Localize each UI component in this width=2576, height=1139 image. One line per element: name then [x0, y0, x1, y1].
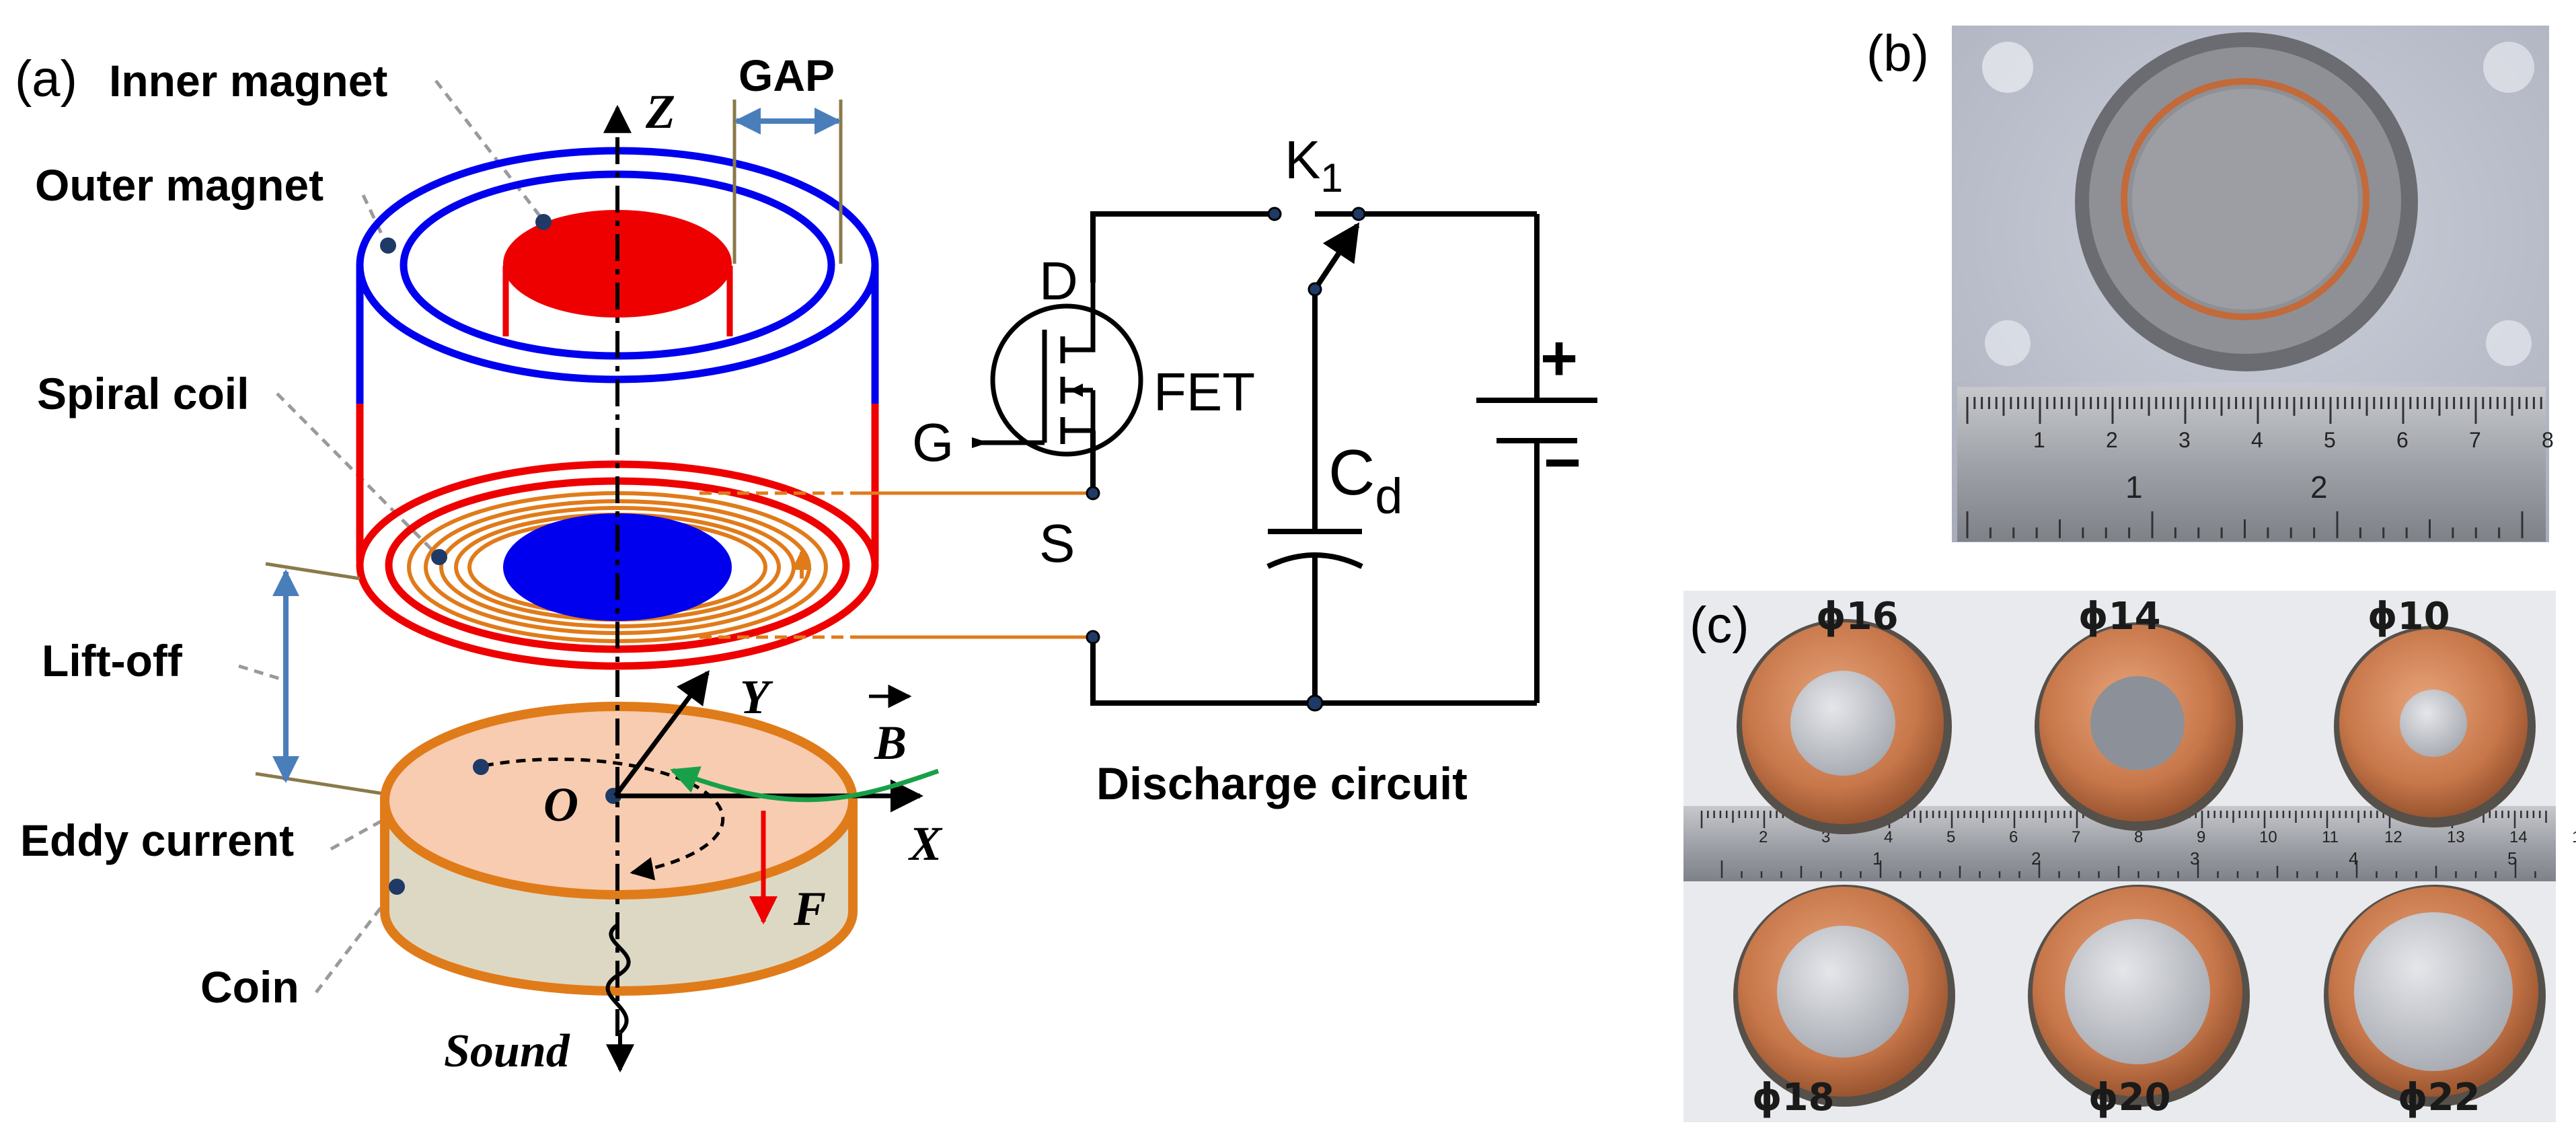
ruler-c-inch-label: 2: [2031, 848, 2041, 869]
ruler-c-cm-label: 15: [2572, 828, 2576, 846]
sound-wave: [605, 923, 631, 1035]
diameter-label-20: ϕ20: [2088, 1076, 2171, 1119]
ruler-b-cm-label: 6: [2396, 428, 2409, 452]
ruler-c-cm-label: 7: [2072, 828, 2080, 846]
ruler-b-cm-label: 4: [2251, 428, 2263, 452]
origin-label: O: [543, 778, 578, 832]
gate-label: G: [912, 412, 954, 472]
ruler-b-cm-label: 7: [2469, 428, 2481, 452]
ruler-b-inch-label: 2: [2310, 470, 2328, 505]
ruler-c-inch-label: 1: [1872, 848, 1882, 869]
inner-magnet-label: Inner magnet: [109, 56, 387, 106]
panel-a-tag: (a): [15, 50, 77, 108]
ruler-c-inch-label: 5: [2507, 848, 2517, 869]
lift-off-dimension: [255, 562, 385, 796]
coin-label: Coin: [200, 962, 299, 1012]
coil-leads: [699, 491, 1093, 639]
ruler-c-cm-label: 10: [2259, 828, 2277, 846]
fet-symbol: [982, 283, 1143, 457]
eddy-current-label: Eddy current: [20, 815, 294, 865]
coil-ring-photo: [2121, 78, 2370, 320]
source-label: S: [1039, 513, 1075, 573]
diameter-label-16: ϕ16: [1816, 595, 1899, 638]
ruler-c-cm-label: 11: [2322, 828, 2339, 846]
y-axis-label: Y: [740, 670, 773, 724]
diameter-label-18: ϕ18: [1752, 1076, 1835, 1119]
coil-sample-16: [1737, 619, 1952, 834]
circuit-terminals: [1086, 207, 1366, 712]
ruler-c-inch-label: 4: [2349, 848, 2358, 869]
drain-label: D: [1039, 251, 1078, 311]
ruler-b: [1957, 387, 2546, 542]
capacitor-label: Cd: [1328, 437, 1402, 524]
battery-plus-label: +: [1540, 322, 1578, 394]
ruler-b-ticks: [1966, 397, 2542, 538]
inner-magnet: [502, 210, 733, 336]
ruler-c-cm-label: 9: [2197, 828, 2205, 846]
ruler-b-cm-label: 2: [2106, 428, 2118, 452]
ruler-c-labels: 23456789101112131415123456: [1759, 828, 2576, 869]
ruler-c-cm-label: 8: [2134, 828, 2143, 846]
battery-minus-label: −: [1544, 427, 1581, 499]
spiral-coil-label: Spiral coil: [37, 369, 249, 418]
coil-core-disc: [503, 513, 732, 621]
coil-sample-14: [2035, 622, 2243, 831]
fet-label: FET: [1153, 362, 1255, 422]
coil-sample-18: [1733, 885, 1955, 1107]
gap-label: GAP: [738, 50, 835, 100]
ruler-c-cm-label: 6: [2009, 828, 2018, 846]
ruler-c-cm-label: 5: [1946, 828, 1955, 846]
panel-a: (a) Inner magnet Outer magnet Spiral coi…: [15, 50, 1093, 1077]
diameter-label-22: ϕ22: [2398, 1076, 2480, 1119]
ruler-c-cm-label: 4: [1884, 828, 1893, 846]
outer-magnet-label: Outer magnet: [35, 160, 324, 210]
field-label: B: [874, 716, 907, 770]
ruler-b-cm-label: 1: [2033, 428, 2045, 452]
gap-dimension: [732, 100, 843, 264]
diameter-label-10: ϕ10: [2367, 595, 2450, 638]
circuit-title: Discharge circuit: [1096, 758, 1468, 809]
lift-off-label: Lift-off: [42, 636, 183, 686]
coil-sample-22: [2324, 885, 2546, 1107]
switch-label: K1: [1285, 130, 1343, 200]
ruler-c-inch-label: 3: [2190, 848, 2199, 869]
sound-label: Sound: [444, 1025, 570, 1077]
force-label: F: [793, 882, 826, 936]
coil-sample-10: [2334, 626, 2536, 828]
coil-sample-20: [2028, 885, 2250, 1107]
y-axis: [613, 670, 710, 798]
ruler-b-inch-label: 1: [2125, 470, 2143, 505]
x-axis-label: X: [908, 817, 943, 871]
discharge-circuit: D G S FET K1 Cd + − Discharge circuit: [912, 130, 1597, 809]
ruler-c-cm-label: 12: [2384, 828, 2402, 846]
diameter-label-14: ϕ14: [2078, 595, 2161, 638]
ruler-c-cm-label: 14: [2509, 828, 2528, 846]
ruler-c-cm-label: 13: [2447, 828, 2465, 846]
panel-c-tag: (c): [1690, 597, 1749, 654]
panel-c: (c) 23456789101112131415123456: [1683, 591, 2576, 1122]
field-arrow: [670, 766, 940, 803]
ruler-c-cm-label: 2: [1759, 828, 1768, 846]
ruler-b-cm-label: 3: [2179, 428, 2191, 452]
z-axis-label: Z: [645, 85, 675, 139]
panel-b-tag: (b): [1866, 25, 1929, 82]
ruler-b-cm-label: 5: [2324, 428, 2336, 452]
ruler-b-cm-label: 8: [2542, 428, 2554, 452]
